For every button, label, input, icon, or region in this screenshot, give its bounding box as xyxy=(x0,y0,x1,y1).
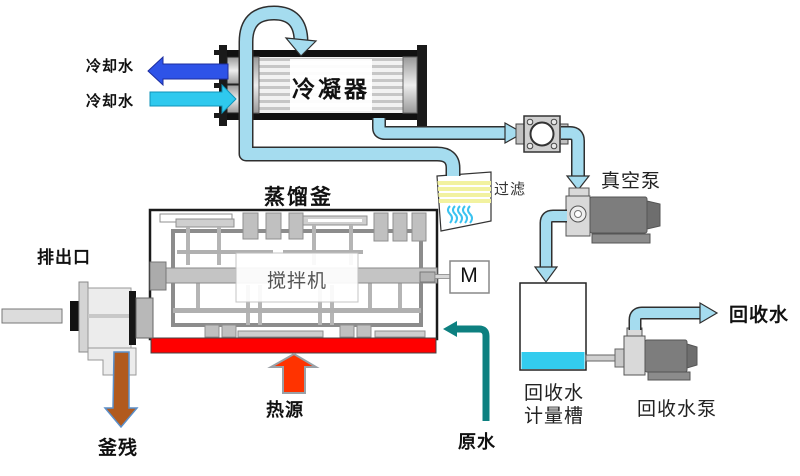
valve-to-pump-pipe xyxy=(561,126,585,177)
kettle-residue-arrow xyxy=(103,351,139,429)
pump-to-tank-pipe xyxy=(539,209,567,268)
filter-stripes xyxy=(437,181,491,203)
agitator-label-plate xyxy=(235,252,359,303)
raw-water-arrowhead xyxy=(443,321,457,337)
label-filter: 过滤 xyxy=(494,182,527,198)
heat-source-arrow xyxy=(267,352,320,394)
cooling-water-out-arrow xyxy=(147,55,229,87)
label-metering-tank: 回收水 计量槽 xyxy=(524,382,584,428)
motor-assembly xyxy=(419,260,490,294)
discharge-assembly xyxy=(1,281,154,376)
metering-tank xyxy=(519,282,587,371)
condensate-pipe xyxy=(372,118,506,140)
label-metering-tank-line2: 计量槽 xyxy=(523,406,585,427)
pump-inlet-arrowhead xyxy=(565,175,591,191)
heater-band xyxy=(150,337,437,354)
label-motor: M xyxy=(460,264,478,287)
label-discharge-outlet: 排出口 xyxy=(37,248,91,267)
vapor-arrowhead xyxy=(284,37,318,57)
steam-squiggles-icon xyxy=(447,205,473,224)
label-recovered-water: 回收水 xyxy=(729,305,790,326)
motor-box xyxy=(449,260,490,294)
label-cooling-water-in: 冷却水 xyxy=(86,93,135,110)
label-kettle-residue: 釜残 xyxy=(98,438,139,459)
label-condenser: 冷凝器 xyxy=(292,76,370,102)
tank-water-level xyxy=(521,352,585,369)
condenser-body xyxy=(214,45,427,126)
recovered-water-pump xyxy=(585,327,698,381)
recovered-water-pipe xyxy=(628,306,701,330)
label-recovered-water-pump: 回收水泵 xyxy=(637,399,718,420)
label-metering-tank-line1: 回收水 xyxy=(523,383,585,404)
label-heat-source: 热源 xyxy=(266,400,304,420)
label-cooling-water-out: 冷却水 xyxy=(86,58,135,75)
label-raw-water: 原水 xyxy=(458,432,496,452)
tank-inlet-arrowhead xyxy=(533,266,559,284)
vapor-loop-pipe xyxy=(238,5,461,176)
sight-glass-valve xyxy=(515,115,569,153)
recovered-water-arrowhead xyxy=(699,301,719,325)
label-agitator: 搅拌机 xyxy=(266,271,328,292)
condensate-arrowhead xyxy=(504,121,525,145)
vacuum-pump xyxy=(565,187,661,244)
filter-box xyxy=(436,171,492,232)
shaft-left-bearing xyxy=(149,261,167,291)
label-vacuum-pump: 真空泵 xyxy=(601,171,662,192)
cooling-water-in-arrow xyxy=(149,83,237,115)
raw-water-pipe xyxy=(443,321,490,421)
label-distillation-kettle: 蒸馏釜 xyxy=(264,186,333,209)
